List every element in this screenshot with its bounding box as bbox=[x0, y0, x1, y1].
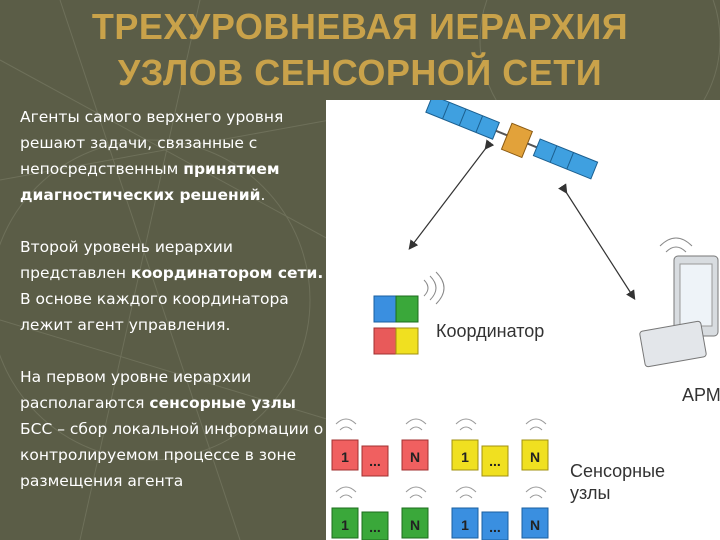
text-column: Агенты самого верхнего уровня решают зад… bbox=[20, 104, 330, 494]
para3-bold: сенсорные узлы bbox=[149, 394, 296, 412]
sensor-nodes-row-2 bbox=[331, 507, 549, 540]
node-1-label: 1 bbox=[341, 517, 349, 533]
sensors-label-line-2: узлы bbox=[570, 483, 611, 503]
title-line-2: УЗЛОВ СЕНСОРНОЙ СЕТИ bbox=[117, 52, 603, 93]
para2-text: Второй уровень иерархии представлен bbox=[20, 238, 233, 282]
node-dots-label: ... bbox=[369, 519, 381, 535]
sensor-signal-waves bbox=[335, 418, 547, 499]
node-n-label: N bbox=[410, 517, 420, 533]
network-diagram: 1 ... N 1 ... N 1 ... N 1 ... N Координа… bbox=[326, 100, 720, 540]
diagram-drawing: 1 ... N 1 ... N 1 ... N 1 ... N bbox=[331, 100, 719, 540]
sensors-label-line-1: Сенсорные bbox=[570, 461, 666, 481]
coordinator-icon bbox=[373, 271, 445, 355]
link-satellite-arm bbox=[558, 183, 636, 301]
sensors-label: Сенсорные узлы bbox=[570, 460, 665, 504]
node-dots-label: ... bbox=[489, 519, 501, 535]
link-satellite-coordinator bbox=[408, 139, 495, 250]
page-title: ТРЕХУРОВНЕВАЯ ИЕРАРХИЯ УЗЛОВ СЕНСОРНОЙ С… bbox=[0, 4, 720, 96]
node-1-label: 1 bbox=[461, 449, 469, 465]
para3-text: На первом уровне иерархии располагаются bbox=[20, 368, 252, 412]
para1-tail: . bbox=[260, 186, 266, 204]
node-dots-label: ... bbox=[489, 453, 501, 469]
node-n-label: N bbox=[410, 449, 420, 465]
para1-text: Агенты самого верхнего уровня решают зад… bbox=[20, 108, 284, 178]
satellite-icon bbox=[425, 100, 599, 180]
sensor-nodes-row-1 bbox=[331, 439, 549, 477]
paragraph-coordinator-level: Второй уровень иерархии представлен коор… bbox=[20, 234, 330, 338]
para3-tail: БСС – сбор локальной информации о контро… bbox=[20, 420, 324, 490]
node-n-label: N bbox=[530, 517, 540, 533]
para2-bold: координатором сети. bbox=[130, 264, 324, 282]
arm-label: АРМ bbox=[682, 385, 720, 405]
node-1-label: 1 bbox=[341, 449, 349, 465]
paragraph-top-level: Агенты самого верхнего уровня решают зад… bbox=[20, 104, 330, 208]
title-line-1: ТРЕХУРОВНЕВАЯ ИЕРАРХИЯ bbox=[91, 6, 629, 47]
node-dots-label: ... bbox=[369, 453, 381, 469]
workstation-icon bbox=[639, 237, 719, 368]
para1-bold: принятием диагностических решений bbox=[20, 160, 280, 204]
node-1-label: 1 bbox=[461, 517, 469, 533]
node-n-label: N bbox=[530, 449, 540, 465]
coordinator-label: Координатор bbox=[436, 321, 545, 341]
para2-tail: В основе каждого координатора лежит аген… bbox=[20, 290, 289, 334]
paragraph-sensor-level: На первом уровне иерархии располагаются … bbox=[20, 364, 330, 494]
